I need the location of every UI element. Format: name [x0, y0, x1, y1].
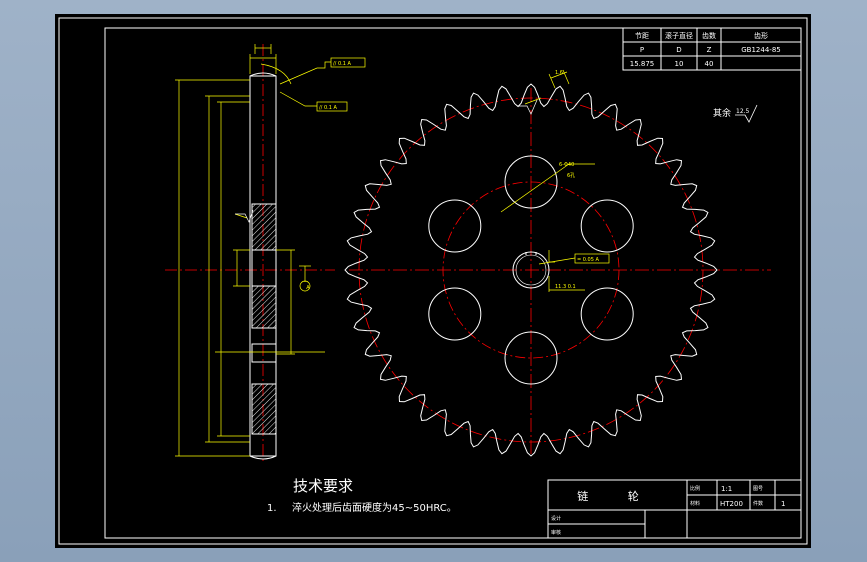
- sheet-label: 图号: [753, 486, 763, 492]
- datum-marker-label: A: [306, 285, 310, 291]
- side-section-view: A // 0.1 A // 0.1 A: [165, 44, 366, 464]
- scale-value: 1:1: [721, 485, 732, 493]
- section-hatch: [251, 203, 277, 435]
- tooth-dimension: 1.6: [555, 70, 563, 76]
- key-dimension: 11.3 0.1: [555, 284, 576, 290]
- material-value: HT200: [720, 500, 743, 508]
- tolerance-box-1: // 0.1 A: [319, 105, 337, 111]
- roughness-label: 其余: [713, 107, 731, 119]
- hub-bore-inner: [515, 254, 547, 286]
- designer-label: 设计: [551, 515, 561, 522]
- roughness-value: 12.5: [736, 108, 750, 115]
- lightening-holes: [428, 155, 634, 385]
- tolerance-box-3: = 0.05 A: [577, 257, 600, 263]
- table-header-pitch: 节距: [635, 32, 649, 40]
- sprocket-teeth-outline: [344, 83, 718, 457]
- count-label: 件数: [753, 500, 763, 507]
- inner-frame: [104, 27, 802, 539]
- title-block: 链 轮 比例 1:1 图号 材料 HT200 件数 1 设计 审核: [547, 479, 802, 539]
- hole-1: [504, 155, 558, 209]
- roughness-note: 其余 12.5: [713, 104, 758, 123]
- checker-label: 审核: [551, 529, 561, 536]
- hole-count-note: 6孔: [567, 172, 575, 179]
- tooth-roughness-icon: [517, 99, 538, 115]
- bolt-circle: [442, 181, 620, 359]
- table-cell-pitch-value: 15.875: [630, 60, 655, 68]
- side-roughness-icon: [235, 209, 254, 223]
- table-header-teeth: 齿数: [702, 31, 716, 40]
- front-annotations: [500, 69, 610, 292]
- count-value: 1: [781, 500, 785, 508]
- parameter-table: 节距 滚子直径 齿数 齿形 P D Z GB1244-85 15.875 10 …: [622, 27, 802, 71]
- hub-bore: [512, 251, 550, 289]
- outer-frame: [58, 17, 808, 545]
- cad-drawing: 节距 滚子直径 齿数 齿形 P D Z GB1244-85 15.875 10 …: [58, 17, 808, 545]
- technical-requirements: 技术要求 1. 淬火处理后齿面硬度为45~50HRC。: [267, 477, 457, 514]
- table-cell-roller-value: 10: [675, 60, 684, 68]
- side-dimensions: [175, 44, 325, 457]
- hole-note: 6-Φ40: [559, 162, 574, 168]
- table-cell-teeth-value: 40: [705, 60, 714, 68]
- table-cell-d: D: [676, 46, 681, 54]
- roughness-symbol-icon: [735, 104, 758, 123]
- tech-req-item-number: 1.: [267, 503, 277, 514]
- table-header-profile: 齿形: [754, 32, 768, 40]
- pitch-circle: [358, 97, 704, 443]
- table-cell-z: Z: [707, 46, 712, 54]
- scale-label: 比例: [690, 485, 700, 492]
- hole-4: [504, 331, 558, 385]
- hole-2: [580, 199, 634, 253]
- table-header-roller: 滚子直径: [665, 31, 693, 40]
- tech-req-heading: 技术要求: [293, 477, 353, 495]
- part-name: 链 轮: [577, 489, 657, 503]
- drawing-sheet: 节距 滚子直径 齿数 齿形 P D Z GB1244-85 15.875 10 …: [55, 14, 811, 548]
- material-label: 材料: [690, 500, 700, 507]
- table-cell-gb: GB1244-85: [741, 46, 780, 54]
- hole-5: [428, 287, 482, 341]
- table-cell-p: P: [640, 46, 644, 54]
- sprocket-front-view: 6-Φ40 6孔 = 0.05 A 11.3 0.1 1.6: [344, 69, 771, 457]
- tech-req-item-text: 淬火处理后齿面硬度为45~50HRC。: [292, 501, 457, 514]
- hole-3: [580, 287, 634, 341]
- tolerance-box-2: // 0.1 A: [333, 61, 351, 67]
- tolerance-leaders: [234, 57, 366, 219]
- hole-6: [428, 199, 482, 253]
